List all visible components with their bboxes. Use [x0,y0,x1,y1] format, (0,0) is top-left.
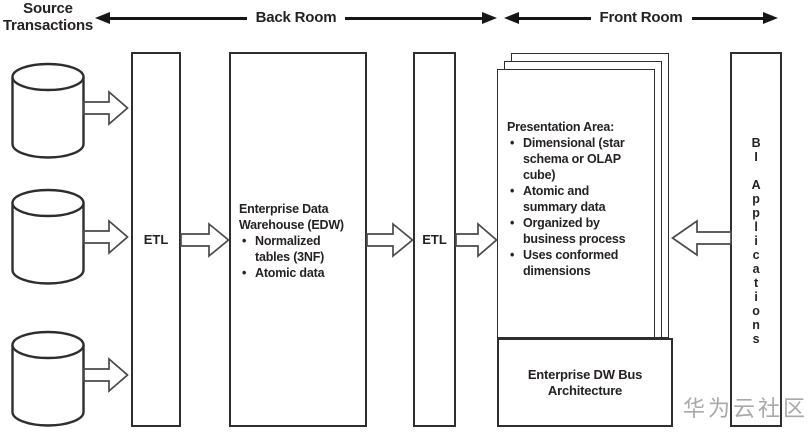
database-cylinder-icon [11,330,85,427]
flow-arrow-etl-to-edw [180,221,230,259]
presentation-area-box: Presentation Area: Dimensional (star sch… [497,69,655,338]
source-db-cylinder-2 [10,187,86,285]
etl1-label: ETL [143,232,169,247]
flow-arrow-etl2-to-presentation [455,221,498,259]
back-room-label: Back Room [255,8,337,26]
arrow-line [110,16,247,20]
presentation-bullet-list: Dimensional (star schema or OLAP cube) A… [507,135,638,279]
arrow-line [691,16,764,20]
watermark-text: 华为云社区 [683,396,809,421]
flow-arrow-src3-to-etl [83,356,129,394]
source-db-cylinder-1 [10,61,86,159]
source-transactions-label: Source Transactions [2,0,94,34]
presentation-bullet: Dimensional (star schema or OLAP cube) [510,135,638,183]
front-room-label: Front Room [599,8,683,26]
arrow-line [345,16,483,20]
arrow-line [519,16,591,20]
arrow-right-icon [763,12,779,24]
source-db-cylinder-3 [10,329,86,427]
flow-arrow-edw-to-etl2 [366,221,414,259]
edw-bullet: Normalized tables (3NF) [242,233,346,265]
presentation-title: Presentation Area: [507,120,615,134]
enterprise-dw-bus-box: Enterprise DW Bus Architecture [497,338,673,427]
etl-box-1: ETL [131,52,181,427]
presentation-bullet: Atomic and summary data [510,183,638,215]
edw-box: Enterprise Data Warehouse (EDW) Normaliz… [229,52,367,427]
front-room-span-arrow: Front Room [504,8,779,26]
arrow-right-icon [482,12,498,24]
edw-title: Enterprise Data Warehouse (EDW) [239,202,344,232]
database-cylinder-icon [11,62,85,159]
back-room-span-arrow: Back Room [95,8,498,26]
flow-arrow-bi-to-presentation [671,218,732,258]
flow-arrow-src2-to-etl [83,218,129,256]
arrow-left-icon [95,12,110,24]
presentation-bullet: Uses conformed dimensions [510,247,638,279]
edw-bullet-list: Normalized tables (3NF) Atomic data [239,233,346,281]
etl-box-2: ETL [413,52,456,427]
flow-arrow-src1-to-etl [83,89,129,127]
arrow-left-icon [504,12,519,24]
presentation-bullet: Organized by business process [510,215,638,247]
etl2-label: ETL [422,232,447,247]
database-cylinder-icon [11,188,85,285]
bi-applications-box: B I A p p l i c a t i o n s [730,52,782,427]
edw-bullet: Atomic data [242,265,346,281]
